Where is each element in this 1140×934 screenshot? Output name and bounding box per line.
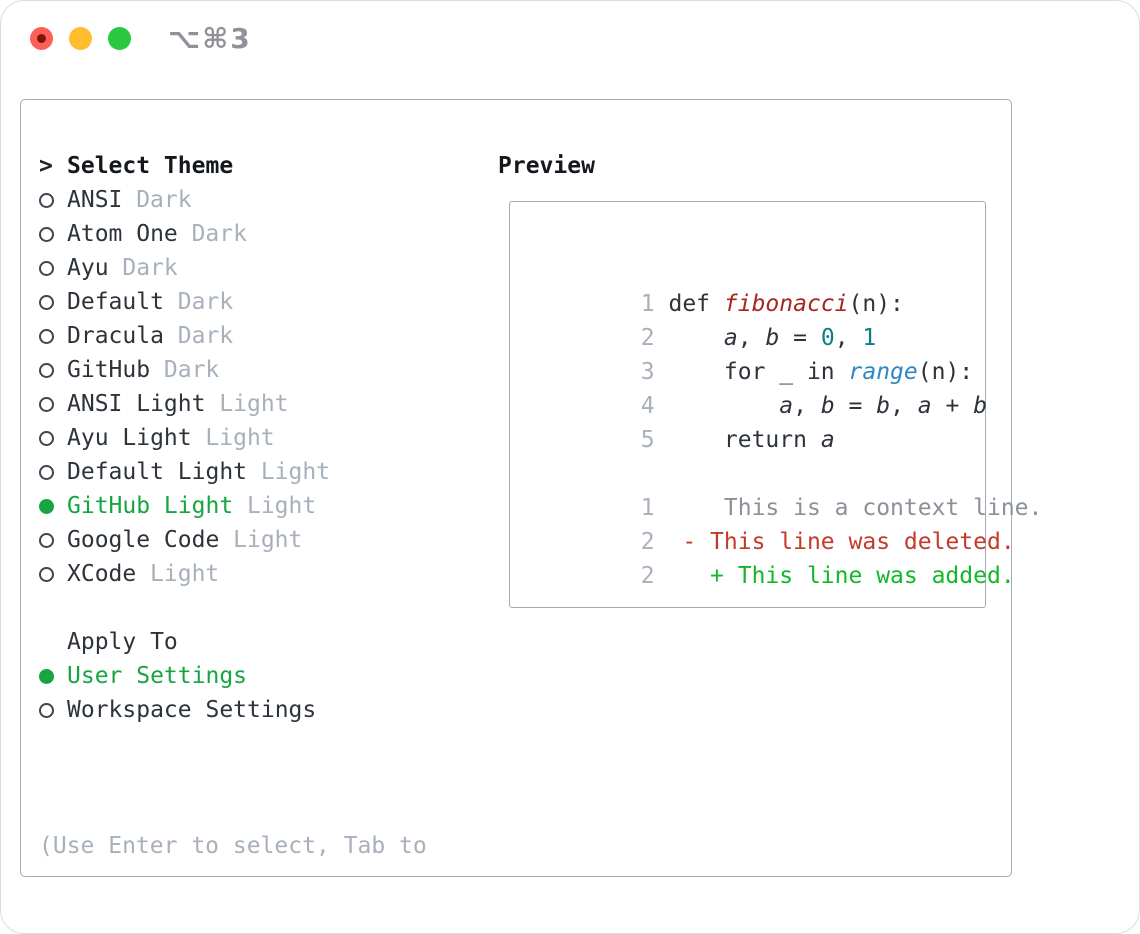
select-theme-header: > Select Theme xyxy=(39,149,427,183)
diff-added-line: 2 + This line was added. xyxy=(640,563,1015,589)
radio-unselected-icon xyxy=(39,260,54,276)
apply-option-user-settings[interactable]: User Settings xyxy=(39,659,427,693)
radio-selected-icon xyxy=(39,668,54,684)
code-line: 2 a, b = 0, 1 xyxy=(640,325,877,351)
code-line: 5 return a xyxy=(640,427,835,453)
radio-selected-icon xyxy=(39,498,54,514)
theme-option-ayu-light[interactable]: Ayu Light Light xyxy=(39,421,427,455)
theme-option-default-light[interactable]: Default Light Light xyxy=(39,455,427,489)
cursor-caret-icon: > xyxy=(39,153,53,179)
theme-option-google-code[interactable]: Google Code Light xyxy=(39,523,427,557)
close-button[interactable] xyxy=(30,27,53,50)
traffic-lights xyxy=(30,27,131,50)
code-line: 4 a, b = b, a + b xyxy=(640,393,988,419)
preview-title: Preview xyxy=(498,153,595,179)
help-text: (Use Enter to select, Tab to change focu… xyxy=(39,833,427,859)
radio-unselected-icon xyxy=(39,566,54,582)
radio-unselected-icon xyxy=(39,430,54,446)
apply-to-header: Apply To xyxy=(67,629,178,655)
theme-option-github-light[interactable]: GitHub Light Light xyxy=(39,489,427,523)
radio-unselected-icon xyxy=(39,702,54,718)
radio-unselected-icon xyxy=(39,362,54,378)
keyboard-shortcut-label: ⌥⌘3 xyxy=(168,22,252,55)
apply-option-workspace-settings[interactable]: Workspace Settings xyxy=(39,693,427,727)
theme-option-dracula-dark[interactable]: Dracula Dark xyxy=(39,319,427,353)
theme-option-ayu-dark[interactable]: Ayu Dark xyxy=(39,251,427,285)
section-title: Select Theme xyxy=(67,153,234,179)
radio-unselected-icon xyxy=(39,464,54,480)
radio-unselected-icon xyxy=(39,532,54,548)
theme-option-atom-one-dark[interactable]: Atom One Dark xyxy=(39,217,427,251)
radio-unselected-icon xyxy=(39,396,54,412)
radio-unselected-icon xyxy=(39,294,54,310)
theme-option-github-dark[interactable]: GitHub Dark xyxy=(39,353,427,387)
theme-option-xcode[interactable]: XCode Light xyxy=(39,557,427,591)
theme-option-ansi-light[interactable]: ANSI Light Light xyxy=(39,387,427,421)
theme-option-default-dark[interactable]: Default Dark xyxy=(39,285,427,319)
radio-unselected-icon xyxy=(39,226,54,242)
diff-context-line: 1 This is a context line. xyxy=(640,495,1043,521)
code-line: 3 for _ in range(n): xyxy=(640,359,974,385)
diff-deleted-line: 2 - This line was deleted. xyxy=(640,529,1015,555)
titlebar: ⌥⌘3 xyxy=(1,1,1139,75)
zoom-button[interactable] xyxy=(108,27,131,50)
radio-unselected-icon xyxy=(39,328,54,344)
minimize-button[interactable] xyxy=(69,27,92,50)
theme-option-ansi-dark[interactable]: ANSI Dark xyxy=(39,183,427,217)
theme-list: > Select Theme ANSI Dark Atom One Dark A… xyxy=(39,149,427,933)
radio-unselected-icon xyxy=(39,192,54,208)
